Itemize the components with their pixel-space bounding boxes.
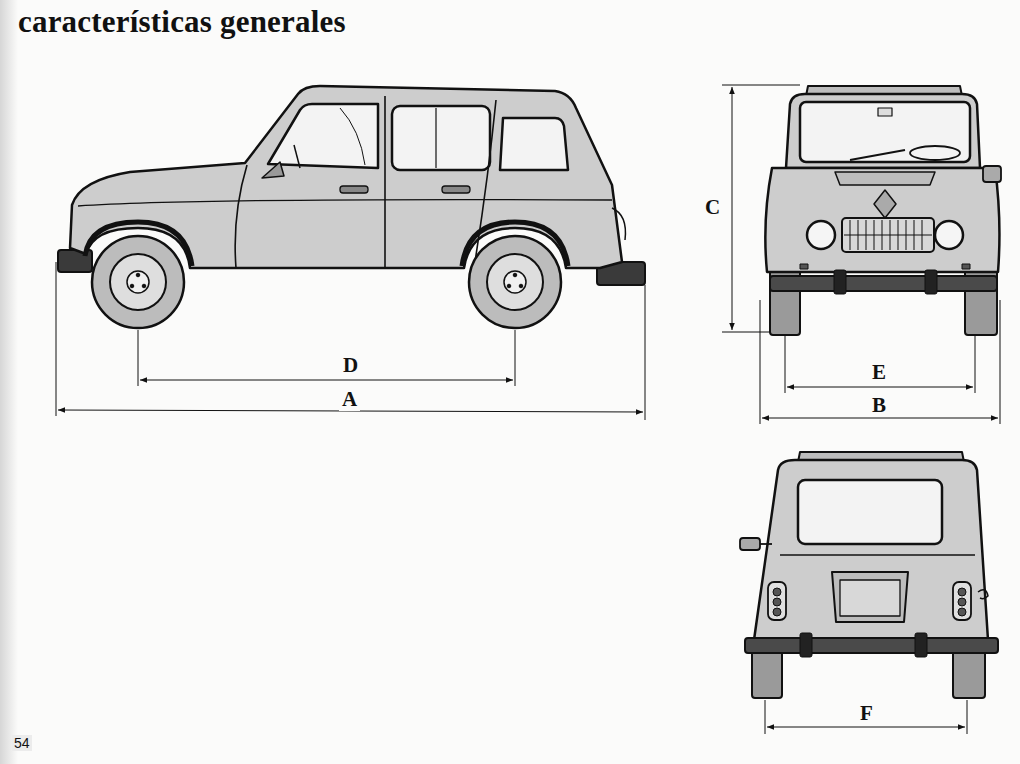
- front-view: [765, 86, 1001, 335]
- page-edge: [0, 0, 18, 764]
- front-dimensions: [722, 85, 1000, 424]
- page-number: 54: [12, 735, 32, 751]
- dimension-letter: F: [857, 702, 876, 725]
- side-dimensions: [56, 262, 645, 420]
- rear-dimensions: [765, 700, 967, 734]
- page-title: características generales: [18, 4, 346, 40]
- side-view: [58, 86, 645, 328]
- dimension-letter: D: [340, 354, 361, 377]
- dimension-letter: E: [869, 361, 889, 384]
- dimension-letter: A: [339, 388, 360, 411]
- dimension-letter: C: [702, 196, 723, 219]
- dimension-letter: B: [869, 394, 889, 417]
- rear-view: [740, 452, 998, 698]
